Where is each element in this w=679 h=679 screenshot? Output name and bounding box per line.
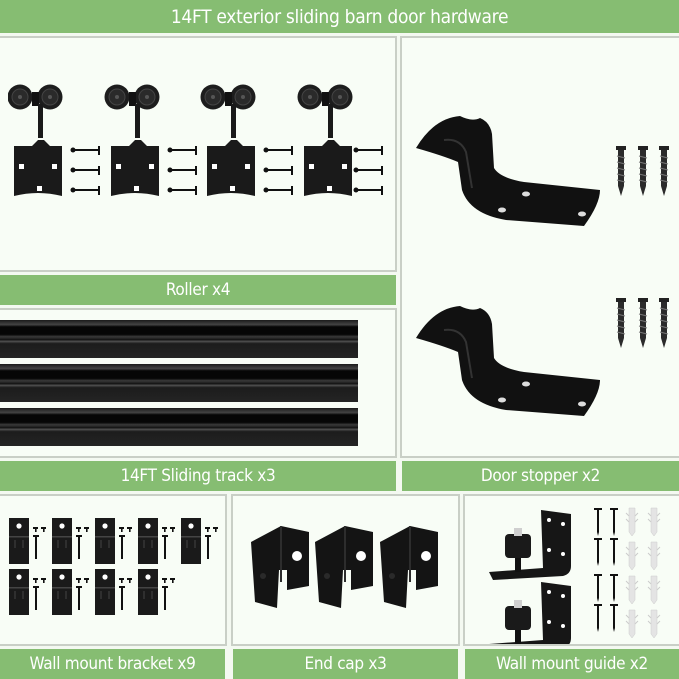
- track-label: 14FT Sliding track x3: [0, 461, 396, 491]
- guide-panel: [463, 494, 679, 646]
- title-banner: 14FT exterior sliding barn door hardware: [0, 0, 679, 33]
- endcap-label: End cap x3: [233, 649, 458, 679]
- roller-panel: [0, 36, 397, 272]
- track-panel: [0, 308, 397, 458]
- stopper-panel: [400, 36, 679, 458]
- floor-guide-icon: [489, 507, 661, 644]
- guide-label: Wall mount guide x2: [465, 649, 679, 679]
- track-rail-icon: [0, 320, 358, 446]
- end-cap-icon: [251, 526, 439, 609]
- bracket-panel: [0, 494, 227, 646]
- wall-bracket-icon: [9, 518, 219, 616]
- page-title: 14FT exterior sliding barn door hardware: [170, 5, 509, 28]
- roller-icon: [8, 84, 383, 197]
- stopper-label: Door stopper x2: [402, 461, 679, 491]
- door-stopper-icon: [415, 115, 670, 417]
- endcap-panel: [231, 494, 460, 646]
- roller-label: Roller x4: [0, 275, 396, 305]
- bracket-label: Wall mount bracket x9: [0, 649, 225, 679]
